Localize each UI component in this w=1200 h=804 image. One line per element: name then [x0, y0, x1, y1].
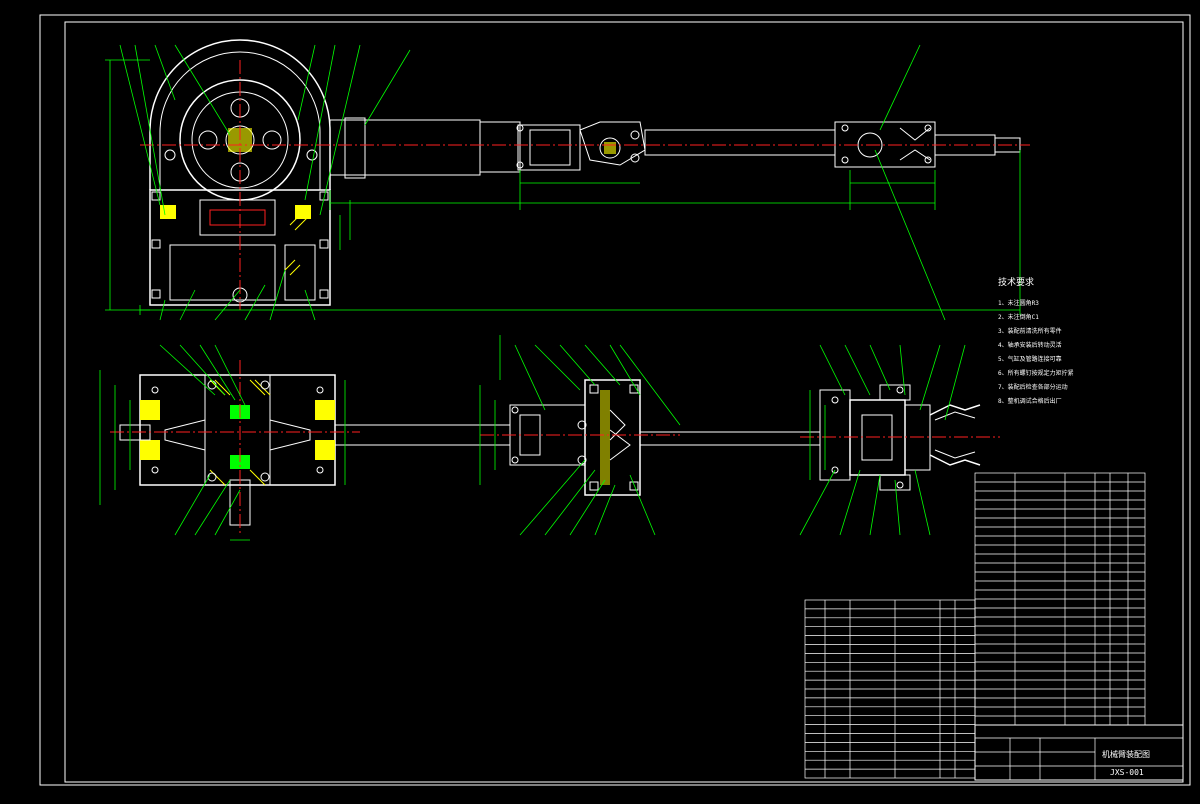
parts-list-lower [804, 599, 976, 779]
tech-req-item: 2、未注倒角C1 [998, 313, 1039, 321]
tech-req-item: 6、所有螺钉按规定力矩拧紧 [998, 369, 1074, 377]
tech-req-item: 4、轴承安装后转动灵活 [998, 341, 1062, 349]
gripper-section [800, 384, 1000, 491]
tech-req-item: 3、装配前清洗所有零件 [998, 327, 1062, 335]
front-view-dimensions [105, 59, 1021, 315]
elbow-section [335, 379, 820, 496]
front-view-leaders [119, 44, 946, 321]
tech-req-title: 技术要求 [998, 276, 1034, 288]
drawing-number: JXS-001 [1110, 768, 1144, 777]
parts-list-upper [974, 472, 1146, 726]
front-view [140, 39, 1030, 310]
tech-req-item: 1、未注圆角R3 [998, 299, 1039, 307]
tech-req-item: 7、装配后检查各部分运动 [998, 383, 1068, 391]
tech-req-item: 5、气缸及管路连接可靠 [998, 355, 1062, 363]
tech-req-item: 8、整机调试合格后出厂 [998, 397, 1062, 405]
outer-border [39, 14, 1191, 786]
inner-border [64, 21, 1184, 783]
tech-req-list: 1、未注圆角R3 2、未注倒角C1 3、装配前清洗所有零件 4、轴承安装后转动灵活 5、… [998, 299, 1074, 405]
section-leaders [159, 344, 966, 536]
drawing-title: 机械臂装配图 [1102, 749, 1150, 759]
base-section [110, 360, 360, 535]
title-block: 机械臂装配图 JXS-001 [974, 724, 1184, 781]
section-dimensions [99, 335, 826, 541]
tech-requirements: 技术要求 1、未注圆角R3 2、未注倒角C1 3、装配前清洗所有零件 4、轴承安装后转… [998, 276, 1074, 405]
